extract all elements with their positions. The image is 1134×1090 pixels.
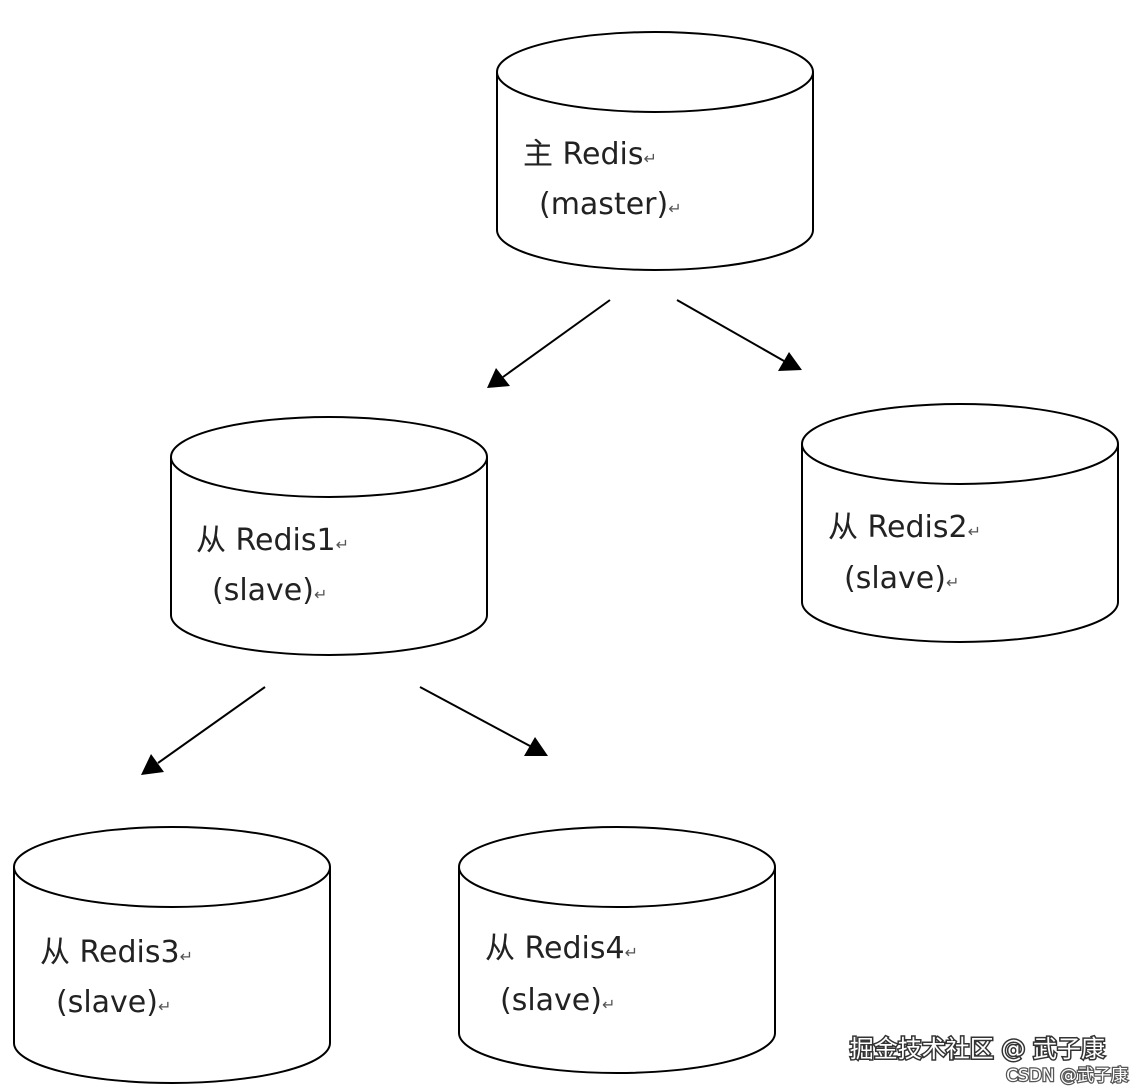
redis4-node: 从 Redis4↵ (slave)↵: [458, 826, 776, 1074]
redis1-node: 从 Redis1↵ (slave)↵: [170, 416, 488, 656]
redis1-label: 从 Redis1: [196, 523, 336, 558]
redis3-cylinder-top-rim: [13, 866, 331, 908]
redis4-cylinder: [458, 826, 776, 1074]
redis3-node: 从 Redis3↵ (slave)↵: [13, 826, 331, 1084]
arrow-redis1-to-redis3: [141, 686, 266, 775]
arrowhead: [487, 368, 510, 388]
redis3-cylinder: [13, 826, 331, 1084]
master-node: 主 Redis↵ (master)↵: [496, 31, 814, 271]
arrowhead: [778, 352, 802, 371]
svg-text:从 Redis4↵: 从 Redis4↵: [485, 931, 638, 966]
svg-text:(slave)↵: (slave)↵: [844, 561, 959, 596]
master-cylinder-top-rim: [496, 71, 814, 113]
paragraph-mark: ↵: [314, 585, 327, 604]
redis3-label: 从 Redis3: [40, 935, 180, 970]
paragraph-mark: ↵: [668, 199, 681, 218]
paragraph-mark: ↵: [968, 522, 981, 541]
svg-text:从 Redis3↵: 从 Redis3↵: [40, 935, 193, 970]
arrow-master-to-redis2: [676, 299, 802, 371]
paragraph-mark: ↵: [336, 535, 349, 554]
arrowhead: [141, 754, 164, 775]
watermark-main: 掘金技术社区 @ 武子康: [850, 1035, 1105, 1063]
master-cylinder: [496, 31, 814, 271]
arrow-redis1-to-redis4: [419, 686, 548, 756]
redis2-node: 从 Redis2↵ (slave)↵: [801, 403, 1119, 643]
redis1-cylinder-top-rim: [170, 456, 488, 498]
redis3-role: (slave): [56, 985, 158, 1020]
svg-text:(slave)↵: (slave)↵: [500, 983, 615, 1018]
master-label: 主 Redis: [523, 137, 644, 172]
redis4-role: (slave): [500, 983, 602, 1018]
arrow-master-to-redis1: [487, 299, 611, 388]
svg-text:从 Redis1↵: 从 Redis1↵: [196, 523, 349, 558]
watermark-sub: CSDN @武子康: [1006, 1066, 1128, 1086]
redis2-label: 从 Redis2: [828, 510, 968, 545]
svg-text:(master)↵: (master)↵: [539, 187, 682, 222]
paragraph-mark: ↵: [602, 995, 615, 1014]
redis4-cylinder-top-rim: [458, 866, 776, 908]
redis2-cylinder: [801, 403, 1119, 643]
redis2-cylinder-top-rim: [801, 443, 1119, 485]
paragraph-mark: ↵: [625, 943, 638, 962]
master-role: (master): [539, 187, 668, 222]
redis4-label: 从 Redis4: [485, 931, 625, 966]
svg-text:从 Redis2↵: 从 Redis2↵: [828, 510, 981, 545]
svg-text:主 Redis↵: 主 Redis↵: [523, 137, 657, 172]
paragraph-mark: ↵: [644, 149, 657, 168]
paragraph-mark: ↵: [158, 997, 171, 1016]
svg-text:(slave)↵: (slave)↵: [212, 573, 327, 608]
svg-text:(slave)↵: (slave)↵: [56, 985, 171, 1020]
redis1-cylinder: [170, 416, 488, 656]
paragraph-mark: ↵: [180, 947, 193, 966]
paragraph-mark: ↵: [946, 573, 959, 592]
redis1-role: (slave): [212, 573, 314, 608]
arrowhead: [524, 737, 548, 756]
redis2-role: (slave): [844, 561, 946, 596]
